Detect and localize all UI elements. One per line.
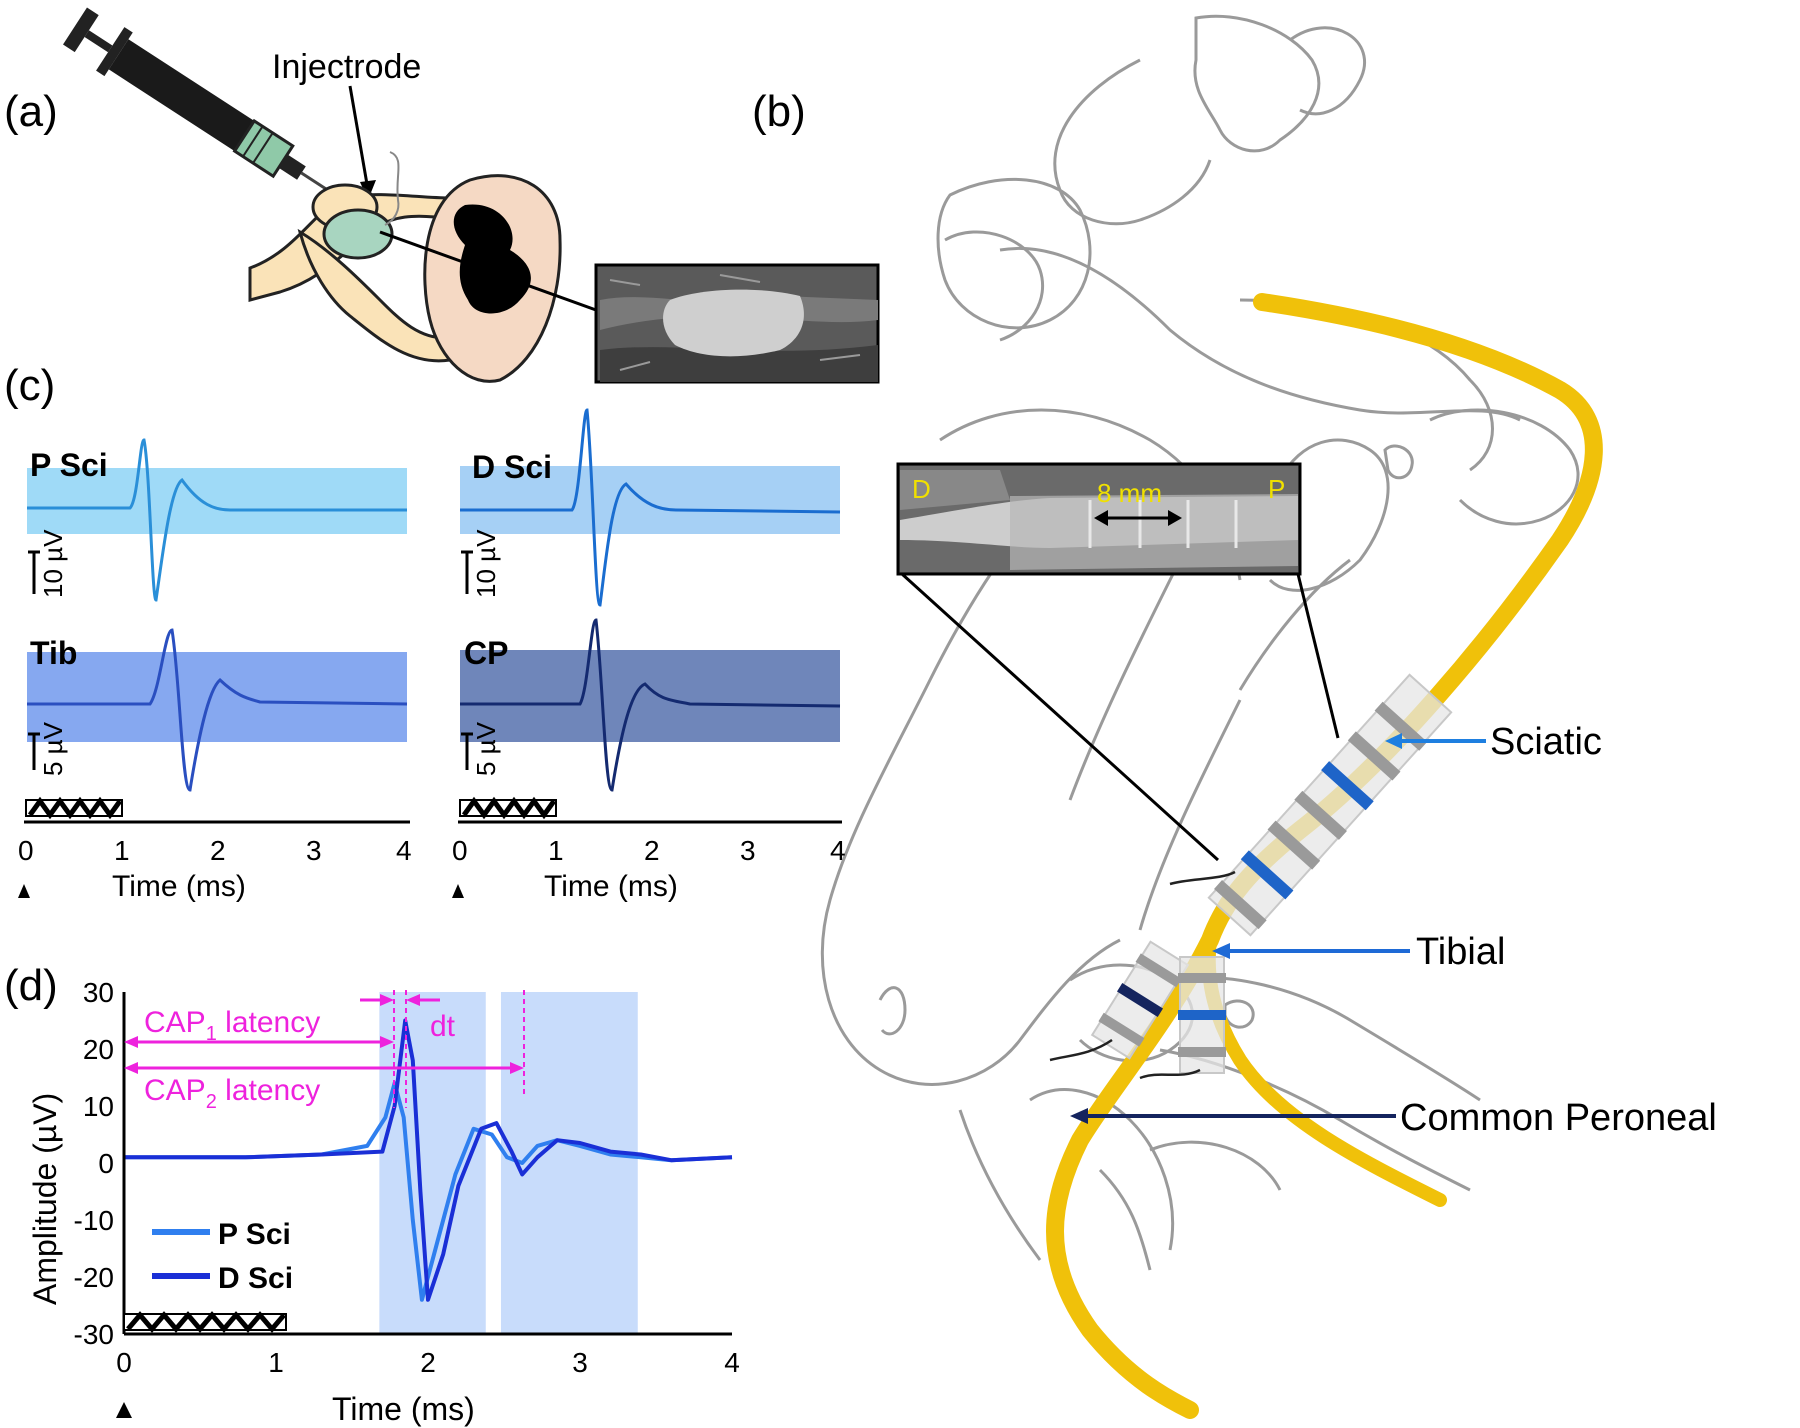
tibial-cuff [1178,956,1226,1074]
panel-b: 8 mm D P Sciatic Tibial Common Peroneal [820,14,1717,1419]
svg-text:0: 0 [452,835,468,866]
peroneal-cuff [1090,940,1190,1060]
svg-text:3: 3 [740,835,756,866]
y-tick-label: -10 [74,1205,114,1236]
legend-p-sci: P Sci [218,1218,291,1251]
y-tick-label: 30 [83,977,114,1008]
stimulus-bar-d [123,1311,287,1333]
legend-d-sci: D Sci [218,1262,293,1295]
scale-cp: 5 µV [471,721,501,776]
bone-outlines [820,14,1580,1271]
stimulus-bar-right [459,796,557,820]
panel-d-ylabel: Amplitude (µV) [27,1093,63,1305]
scale-tib: 5 µV [38,721,68,776]
x-tick-labels: 0 1 2 3 4 [116,1347,740,1378]
stimulus-marker-icon [452,884,464,898]
panel-c-xlabel-right: Time (ms) [544,870,678,903]
panel-label-c: (c) [4,361,55,410]
stimulus-bar-left [25,796,123,820]
svg-text:1: 1 [114,835,130,866]
x-tick-label: 2 [420,1347,436,1378]
series-line-p-sci [124,1081,733,1302]
latency-annotations [124,990,525,1108]
tibial-label: Tibial [1416,931,1505,973]
svg-text:4: 4 [830,835,846,866]
trace-label-tib: Tib [30,635,77,671]
chart-series [124,1018,733,1302]
svg-text:0: 0 [18,835,34,866]
micrograph-image [594,263,880,384]
svg-text:3: 3 [306,835,322,866]
panel-c-xlabel-left: Time (ms) [112,870,246,903]
scale-p-sci: 10 µV [38,529,68,598]
trace-d-sci [460,408,841,607]
sciatic-cuff [1207,673,1453,937]
trace-label-p-sci: P Sci [30,447,108,483]
legend: P Sci D Sci [152,1218,293,1295]
inset-spacing-label: 8 mm [1097,478,1162,508]
panel-c-ticks-right: 0 1 2 3 4 [452,835,846,866]
panel-d-xlabel: Time (ms) [332,1391,475,1427]
y-tick-labels: 30 20 10 0 -10 -20 -30 [74,977,114,1350]
cap2-latency-label: CAP2 latency [144,1074,320,1113]
trace-label-d-sci: D Sci [472,449,552,485]
trace-tib [27,628,408,792]
scale-d-sci: 10 µV [471,529,501,598]
x-tick-label: 0 [116,1347,132,1378]
panel-c-ticks-left: 0 1 2 3 4 [18,835,412,866]
cap1-latency-label: CAP1 latency [144,1006,320,1045]
x-tick-label: 1 [268,1347,284,1378]
stimulus-marker-icon [18,884,30,898]
svg-text:4: 4 [396,835,412,866]
x-tick-label: 3 [572,1347,588,1378]
y-tick-label: -30 [74,1319,114,1350]
common-peroneal-label: Common Peroneal [1400,1097,1717,1139]
panel-label-a: (a) [4,87,58,136]
sciatic-label: Sciatic [1490,721,1602,763]
trace-p-sci [27,438,407,602]
series-line-d-sci [124,1018,733,1302]
trace-cp [460,618,841,792]
trace-label-cp: CP [464,635,508,671]
dt-label: dt [430,1010,456,1043]
cuff-photo-inset: 8 mm D P [896,462,1302,576]
y-tick-label: -20 [74,1262,114,1293]
panel-label-b: (b) [752,87,806,136]
svg-text:2: 2 [210,835,226,866]
stimulus-marker-icon [116,1402,132,1418]
svg-text:2: 2 [644,835,660,866]
y-tick-label: 0 [98,1148,114,1179]
inset-distal-label: D [912,474,931,504]
y-tick-label: 20 [83,1034,114,1065]
svg-text:1: 1 [548,835,564,866]
syringe-icon [63,7,345,202]
injectrode-label: Injectrode [272,48,421,86]
panel-c: P Sci 10 µV D Sci 10 µV Tib 5 µV CP 5 µV [18,408,846,903]
inset-proximal-label: P [1268,474,1285,504]
y-tick-label: 10 [83,1091,114,1122]
x-tick-label: 4 [724,1347,740,1378]
panel-a: Injectrode [63,7,880,384]
panel-d: 30 20 10 0 -10 -20 -30 0 1 2 3 4 Amplitude (µV) Ti… [27,977,740,1427]
panel-label-d: (d) [4,961,58,1010]
